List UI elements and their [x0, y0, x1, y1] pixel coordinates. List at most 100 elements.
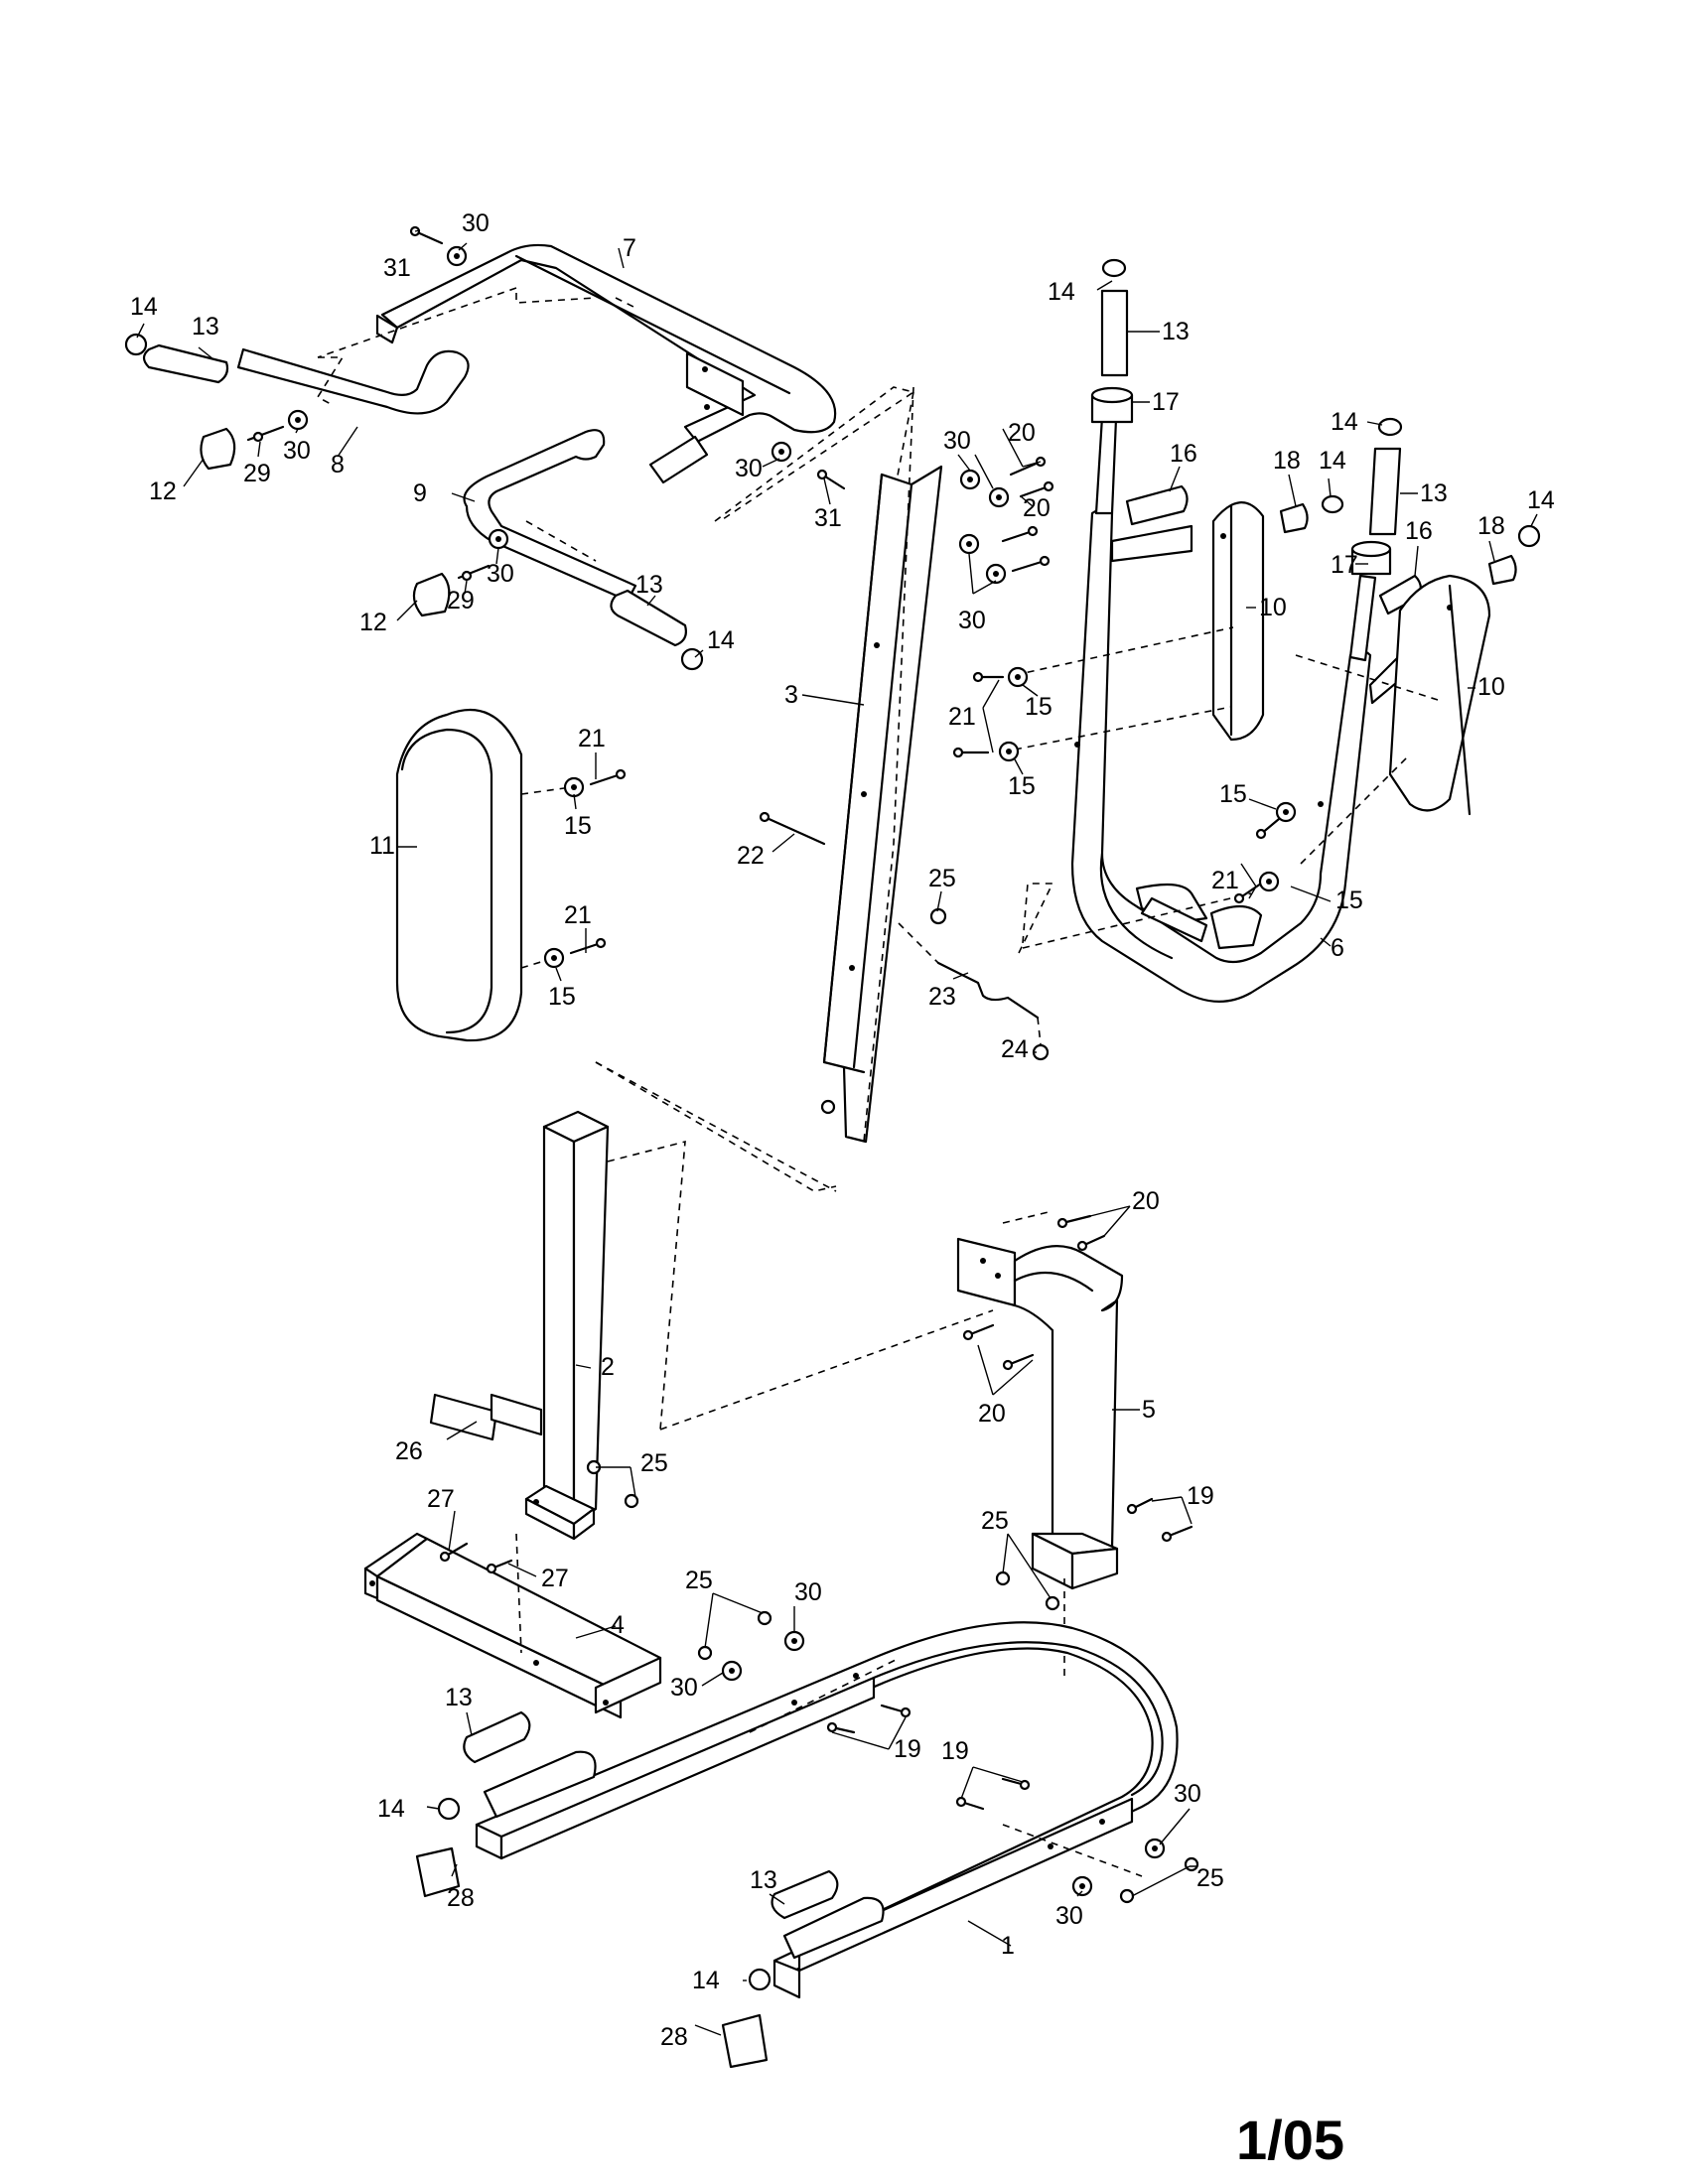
part-22-bolt	[759, 811, 826, 846]
part-30-washer	[958, 469, 1010, 585]
part-16-sleeve	[1125, 484, 1422, 615]
part-20-bolt	[962, 1214, 1106, 1371]
callout-27: 27	[427, 1485, 455, 1513]
callout-12: 12	[149, 478, 177, 505]
part-31-bolt	[409, 225, 444, 245]
part-27-bolt	[439, 1542, 513, 1574]
part-26-plug	[429, 1393, 498, 1441]
callout-2: 2	[601, 1353, 615, 1381]
callout-16: 16	[1405, 517, 1433, 545]
part-21-bolt	[952, 671, 1281, 904]
callout-14: 14	[1319, 447, 1346, 475]
callout-30: 30	[958, 607, 986, 634]
callout-13: 13	[192, 313, 219, 341]
callout-14: 14	[692, 1967, 720, 1994]
callout-22: 22	[737, 842, 765, 870]
part-30-washer	[488, 528, 509, 550]
callout-29: 29	[447, 587, 475, 614]
callout-27: 27	[541, 1565, 569, 1592]
callout-15: 15	[1025, 693, 1052, 721]
callout-14: 14	[130, 293, 158, 321]
part-3-upright-tube	[820, 465, 943, 1144]
callout-labels: 31 30 7 14 13 12 29 30 8 9 30 29 12 13 1…	[130, 209, 1555, 2051]
callout-29: 29	[243, 460, 271, 487]
callout-30: 30	[487, 560, 514, 588]
callout-14: 14	[377, 1795, 405, 1823]
callout-25: 25	[928, 865, 956, 892]
part-10-pad	[1211, 501, 1265, 742]
part-18-bushing	[1279, 502, 1517, 586]
callout-10: 10	[1477, 673, 1505, 701]
callout-7: 7	[623, 234, 636, 262]
part-15-washer	[998, 666, 1297, 892]
callout-14: 14	[1331, 408, 1358, 436]
callout-30: 30	[794, 1578, 822, 1606]
callout-17: 17	[1152, 388, 1180, 416]
part-14-end-cap	[680, 647, 704, 671]
part-13-grip-right	[610, 589, 687, 647]
part-10-pad	[1388, 574, 1491, 816]
callout-4: 4	[611, 1611, 625, 1639]
part-25-nut	[995, 1570, 1060, 1611]
callout-15: 15	[564, 812, 592, 840]
callout-6: 6	[1331, 934, 1344, 962]
callout-21: 21	[948, 703, 976, 731]
callout-25: 25	[640, 1449, 668, 1477]
part-14-end-cap	[124, 333, 148, 356]
part-6-tower-frame	[1070, 415, 1422, 1003]
part-14-end-cap	[1321, 417, 1541, 548]
part-23-pin	[898, 922, 1040, 1020]
callout-18: 18	[1477, 512, 1505, 540]
part-13-grip-left	[142, 343, 229, 384]
callout-21: 21	[564, 901, 592, 929]
callout-17: 17	[1331, 551, 1358, 579]
callout-13: 13	[1420, 479, 1448, 507]
callout-30: 30	[943, 427, 971, 455]
callout-10: 10	[1259, 594, 1287, 621]
callout-28: 28	[447, 1884, 475, 1912]
part-11-back-pad	[395, 708, 523, 1042]
callout-13: 13	[750, 1866, 777, 1894]
callout-20: 20	[1008, 419, 1036, 447]
callout-20: 20	[978, 1400, 1006, 1428]
part-1-foot-bar-right	[782, 1896, 885, 1960]
callout-25: 25	[685, 1567, 713, 1594]
part-19-bolt	[1126, 1497, 1193, 1543]
callout-19: 19	[894, 1735, 921, 1763]
part-4-base-crossbar	[363, 1532, 662, 1719]
part-30-washer	[446, 245, 468, 267]
callout-1: 1	[1001, 1932, 1015, 1960]
callout-24: 24	[1001, 1035, 1029, 1063]
callout-18: 18	[1273, 447, 1301, 475]
callout-19: 19	[1187, 1482, 1214, 1510]
callout-16: 16	[1170, 440, 1197, 468]
callout-8: 8	[331, 451, 345, 478]
part-2-receiver	[490, 1393, 543, 1436]
callout-11: 11	[369, 832, 395, 860]
part-8-left-arm	[236, 347, 470, 415]
part-12-bushing	[412, 572, 451, 617]
callout-12: 12	[359, 609, 387, 636]
part-25-nut	[697, 1610, 1199, 1904]
part-13-foam-roller	[463, 1710, 839, 1920]
part-30-washer	[771, 441, 792, 463]
part-1-base-frame	[475, 1621, 1179, 1999]
callout-9: 9	[413, 479, 427, 507]
callout-30: 30	[283, 437, 311, 465]
callout-28: 28	[660, 2023, 688, 2051]
part-30-washer	[721, 1630, 1166, 1897]
callout-13: 13	[1162, 318, 1190, 345]
callout-20: 20	[1132, 1187, 1160, 1215]
callout-26: 26	[395, 1437, 423, 1465]
callout-13: 13	[445, 1684, 473, 1711]
leader-lines	[136, 229, 1538, 2036]
part-17-spacer	[1090, 386, 1134, 424]
part-24-nut	[1032, 1017, 1050, 1061]
part-17-spacer	[1350, 540, 1392, 576]
part-31-bolt	[816, 469, 846, 490]
part-19-bolt	[826, 1704, 1031, 1811]
callout-21: 21	[1211, 867, 1239, 894]
part-29-bolt	[246, 425, 285, 443]
part-13-tube	[1100, 289, 1129, 377]
